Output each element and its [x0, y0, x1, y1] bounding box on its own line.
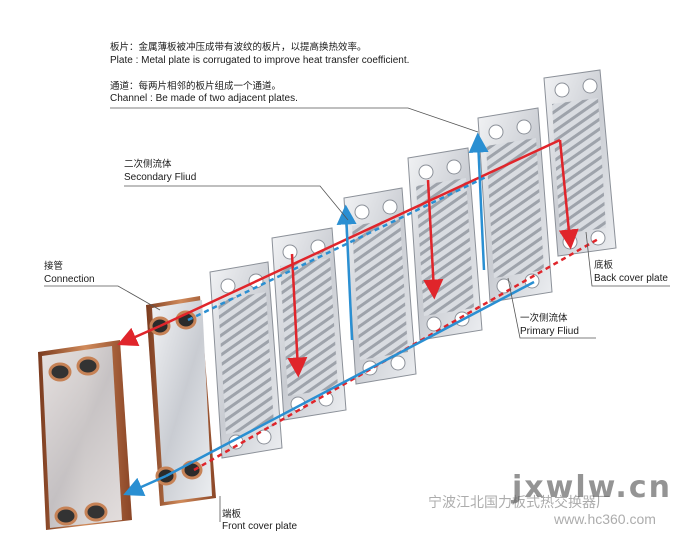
- connection-label-zh: 接管: [44, 261, 64, 272]
- front-cover-label-zh: 端板: [222, 509, 242, 520]
- front-cover-label-en: Front cover plate: [222, 521, 298, 532]
- watermark-company: 宁波江北国力板式热交换器厂: [428, 495, 610, 511]
- primary-label-en: Primary Fliud: [520, 326, 579, 337]
- assembled-exchanger: [38, 340, 132, 530]
- primary-flow-lines: [117, 138, 601, 472]
- secondary-label-en: Secondary Fliud: [124, 172, 197, 183]
- back-cover-label-zh: 底板: [594, 260, 614, 271]
- plate-5: [477, 107, 553, 303]
- plate-1: [209, 261, 283, 459]
- back-cover-label-en: Back cover plate: [594, 273, 668, 284]
- plate-3: [343, 187, 417, 385]
- watermark-hc360: www.hc360.com: [554, 511, 656, 527]
- channel-label-zh: 通道：每两片相邻的板片组成一个通道。: [110, 81, 282, 92]
- channel-label-en: Channel : Be made of two adjacent plates…: [110, 93, 298, 104]
- front-cover-plate: [146, 296, 216, 506]
- primary-label-zh: 一次侧流体: [520, 313, 568, 324]
- secondary-label-zh: 二次侧流体: [124, 159, 172, 170]
- secondary-flow-lines: [123, 132, 535, 497]
- leader-lines: [44, 107, 670, 522]
- plate-label-en: Plate : Metal plate is corrugated to imp…: [110, 55, 410, 66]
- connection-label-en: Connection: [44, 274, 95, 285]
- plate-label-zh: 板片：金属薄板被冲压成带有波纹的板片，以提高换热效率。: [110, 42, 367, 53]
- watermark-site: jxwlw.cn: [512, 470, 672, 505]
- back-cover-plate: [543, 69, 617, 257]
